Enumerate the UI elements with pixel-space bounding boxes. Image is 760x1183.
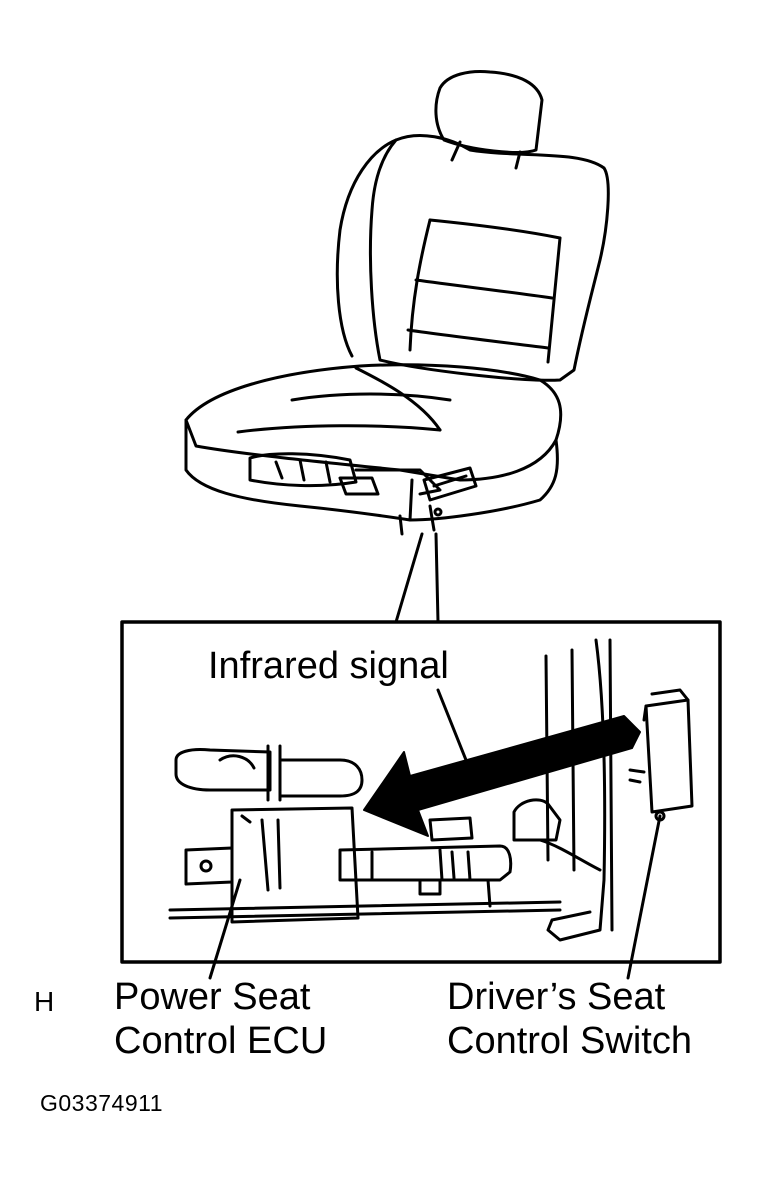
power-seat-ecu-label-line2: Control ECU: [114, 1019, 328, 1062]
power-seat-ecu-label: Power Seat Control ECU: [114, 976, 327, 1063]
infrared-leader: [436, 688, 472, 772]
seat-headrest: [434, 70, 544, 154]
switch-leader: [626, 814, 662, 980]
figure-code: G03374911: [40, 1090, 164, 1116]
seat-backrest: [368, 133, 610, 382]
infrared-signal-arrow: [363, 715, 641, 837]
drivers-seat-switch-label-line1: Driver’s Seat: [447, 976, 666, 1018]
power-seat-ecu-box: [230, 806, 360, 924]
seat-cushion: [184, 363, 563, 482]
power-seat-ecu-label-line1: Power Seat: [114, 976, 311, 1018]
drivers-seat-switch-unit: [644, 698, 694, 814]
callout-lines: [394, 532, 440, 624]
infrared-signal-label: Infrared signal: [208, 645, 449, 687]
seat-illustration: [184, 70, 610, 536]
detail-mechanism: [168, 638, 694, 942]
drivers-seat-switch-label: Driver’s Seat Control Switch: [447, 976, 692, 1063]
corner-mark: H: [34, 986, 55, 1017]
drivers-seat-switch-label-line2: Control Switch: [447, 1019, 692, 1062]
detail-frame: [120, 620, 722, 964]
ecu-leader: [208, 878, 242, 980]
seat-side-switch: [422, 466, 478, 502]
